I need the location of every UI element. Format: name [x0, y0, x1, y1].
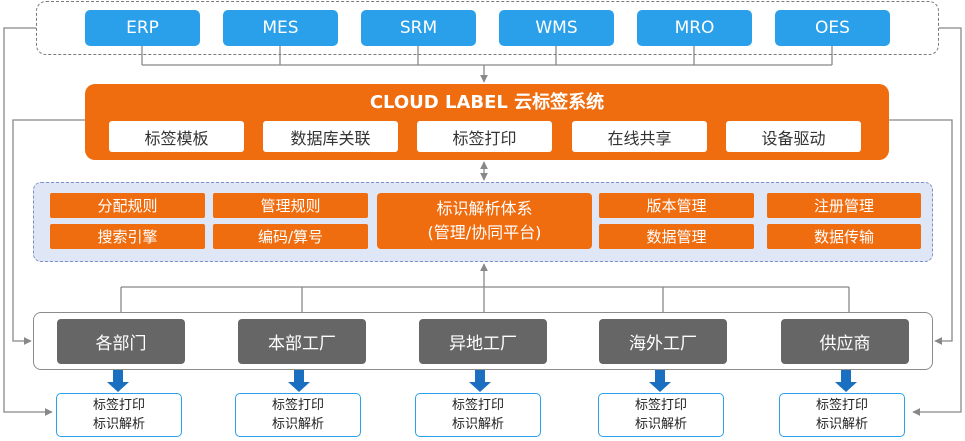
- site-hq-factory: 本部工厂: [238, 319, 366, 364]
- output-box: 标签打印 标识解析: [56, 393, 182, 437]
- system-wms: WMS: [499, 10, 614, 46]
- module-device-driver: 设备驱动: [726, 121, 861, 152]
- rule-allocation: 分配规则: [50, 193, 205, 218]
- site-departments: 各部门: [57, 319, 185, 364]
- output-parse: 标识解析: [271, 417, 324, 432]
- output-parse: 标识解析: [451, 417, 504, 432]
- site-overseas-factory: 海外工厂: [599, 319, 727, 364]
- system-mro: MRO: [637, 10, 752, 46]
- system-oes: OES: [775, 10, 890, 46]
- output-box: 标签打印 标识解析: [598, 393, 724, 437]
- data-management: 数据管理: [599, 224, 754, 249]
- system-srm: SRM: [361, 10, 476, 46]
- encoding: 编码/算号: [213, 224, 368, 249]
- output-print: 标签打印: [451, 398, 504, 413]
- module-database-link: 数据库关联: [263, 121, 398, 152]
- output-parse: 标识解析: [92, 417, 145, 432]
- parse-system-subtitle: (管理/协同平台): [427, 223, 542, 242]
- module-label-template: 标签模板: [109, 121, 244, 152]
- version-management: 版本管理: [599, 193, 754, 218]
- registration-management: 注册管理: [767, 193, 921, 218]
- site-remote-factory: 异地工厂: [419, 319, 547, 364]
- search-engine: 搜索引擎: [50, 224, 205, 249]
- output-print: 标签打印: [92, 398, 145, 413]
- data-transfer: 数据传输: [767, 224, 921, 249]
- parse-system-title: 标识解析体系: [436, 199, 533, 218]
- identification-parse-system: 标识解析体系 (管理/协同平台): [377, 193, 592, 249]
- cloud-label-title: CLOUD LABEL 云标签系统: [369, 92, 605, 113]
- sites-group: [33, 312, 933, 370]
- site-supplier: 供应商: [781, 319, 909, 364]
- system-mes: MES: [223, 10, 338, 46]
- output-print: 标签打印: [815, 398, 868, 413]
- systems-group: [36, 1, 939, 55]
- output-parse: 标识解析: [815, 417, 868, 432]
- output-box: 标签打印 标识解析: [415, 393, 541, 437]
- module-label-print: 标签打印: [417, 121, 552, 152]
- output-box: 标签打印 标识解析: [235, 393, 361, 437]
- output-parse: 标识解析: [634, 417, 687, 432]
- output-print: 标签打印: [634, 398, 687, 413]
- system-erp: ERP: [85, 10, 200, 46]
- rule-management: 管理规则: [213, 193, 368, 218]
- output-print: 标签打印: [271, 398, 324, 413]
- output-box: 标签打印 标识解析: [779, 393, 905, 437]
- module-online-share: 在线共享: [572, 121, 707, 152]
